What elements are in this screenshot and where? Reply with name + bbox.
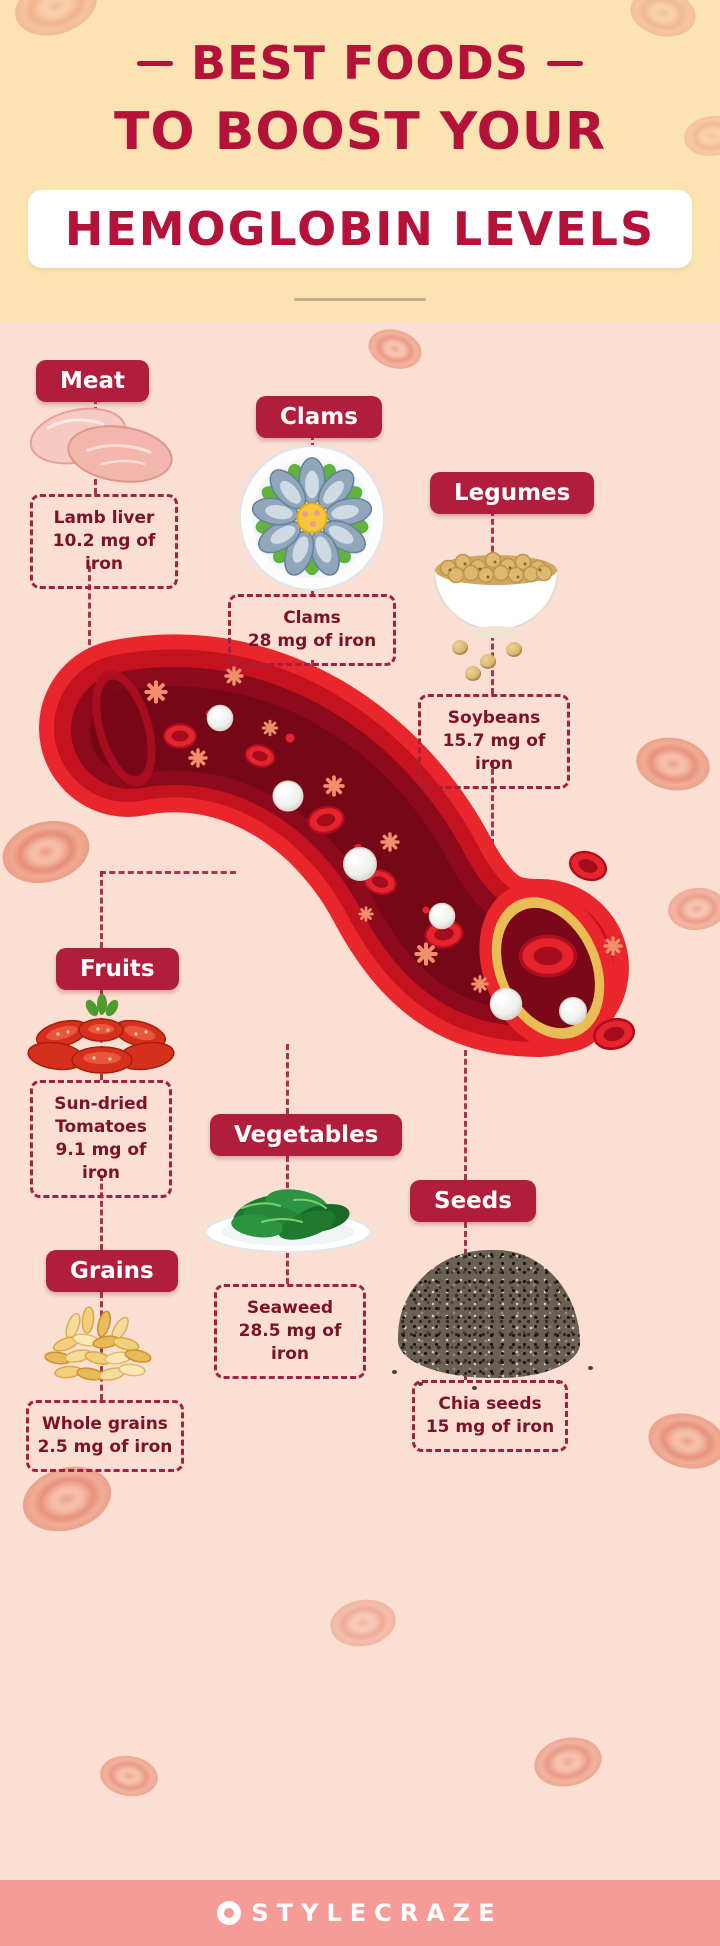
- chia-seed-icon: [472, 1386, 477, 1390]
- category-badge-vegetables: Vegetables: [210, 1114, 403, 1156]
- blood-cell-decoration: [643, 1406, 720, 1476]
- iron-amount: 9.1 mg of iron: [55, 1139, 147, 1183]
- iron-amount: 15.7 mg of iron: [442, 730, 546, 774]
- info-box-seeds: Chia seeds 15 mg of iron: [412, 1380, 568, 1452]
- soybean-icon: [480, 654, 496, 669]
- meat-pieces-icon: [18, 398, 188, 490]
- food-item: Sun-dried Tomatoes: [54, 1094, 148, 1137]
- sun-dried-tomatoes-icon: [22, 992, 182, 1082]
- info-box-vegetables: Seaweed 28.5 mg of iron: [214, 1284, 366, 1379]
- category-badge-meat: Meat: [36, 360, 150, 402]
- title-text-1: BEST FOODS: [191, 36, 529, 90]
- food-item: Chia seeds: [438, 1394, 542, 1414]
- connector-legumes-bottom: [491, 760, 494, 880]
- info-box-legumes: Soybeans 15.7 mg of iron: [418, 694, 570, 789]
- blood-cell-decoration: [326, 1594, 400, 1652]
- grain-pile-icon: [28, 1296, 178, 1396]
- connector-seeds-top: [464, 1050, 467, 1180]
- category-badge-seeds: Seeds: [410, 1180, 536, 1222]
- connector-fruits-horizontal: [100, 871, 236, 874]
- iron-amount: 28.5 mg of iron: [238, 1320, 342, 1364]
- title-dash-right: [546, 61, 583, 66]
- footer-bar: STYLECRAZE: [0, 1880, 720, 1946]
- stylecraze-logo-icon: [217, 1901, 242, 1925]
- stylecraze-brand-text: STYLECRAZE: [251, 1899, 503, 1927]
- iron-amount: 2.5 mg of iron: [37, 1436, 173, 1457]
- chia-seed-icon: [588, 1366, 593, 1370]
- blood-cell-decoration: [97, 1752, 161, 1800]
- food-item: Soybeans: [447, 708, 541, 728]
- connector-meat-bottom: [88, 566, 91, 700]
- blood-vessel-icon: [28, 616, 660, 1086]
- food-item: Clams: [283, 608, 341, 628]
- category-badge-clams: Clams: [256, 396, 382, 438]
- iron-amount: 15 mg of iron: [425, 1416, 555, 1437]
- soybean-bowl-icon: [426, 518, 566, 643]
- title-text-2: TO BOOST YOUR: [113, 102, 607, 162]
- title-text-3: HEMOGLOBIN LEVELS: [64, 202, 656, 256]
- clam-plate-icon: [238, 444, 386, 592]
- soybean-icon: [465, 666, 481, 681]
- title-highlight-box: HEMOGLOBIN LEVELS: [28, 190, 692, 268]
- chia-seed-icon: [392, 1370, 397, 1374]
- chia-seed-pile-icon: [398, 1250, 580, 1378]
- connector-grains-top: [100, 1175, 103, 1250]
- iron-amount: 10.2 mg of iron: [52, 530, 156, 574]
- title-line-2: TO BOOST YOUR: [0, 102, 720, 162]
- blood-cell-decoration: [363, 323, 427, 375]
- food-item: Lamb liver: [53, 508, 155, 528]
- food-item: Seaweed: [246, 1298, 334, 1318]
- title-dash-left: [137, 61, 174, 66]
- seaweed-plate-icon: [202, 1160, 374, 1256]
- info-box-fruits: Sun-dried Tomatoes 9.1 mg of iron: [30, 1080, 172, 1198]
- header-background: [0, 0, 720, 322]
- soybean-icon: [506, 642, 522, 657]
- category-badge-grains: Grains: [46, 1250, 178, 1292]
- blood-cell-decoration: [529, 1731, 607, 1793]
- food-item: Whole grains: [42, 1414, 168, 1434]
- connector-fruits-top: [100, 871, 103, 948]
- info-box-meat: Lamb liver 10.2 mg of iron: [30, 494, 178, 589]
- connector-vegetables-top: [286, 1044, 289, 1114]
- iron-amount: 28 mg of iron: [247, 630, 377, 651]
- blood-cell-decoration: [665, 885, 720, 933]
- title-line-1: BEST FOODS: [0, 36, 720, 90]
- category-badge-fruits: Fruits: [56, 948, 179, 990]
- category-badge-legumes: Legumes: [430, 472, 595, 514]
- info-box-grains: Whole grains 2.5 mg of iron: [26, 1400, 184, 1472]
- header-divider: [294, 298, 426, 301]
- info-box-clams: Clams 28 mg of iron: [228, 594, 396, 666]
- soybean-icon: [452, 640, 468, 655]
